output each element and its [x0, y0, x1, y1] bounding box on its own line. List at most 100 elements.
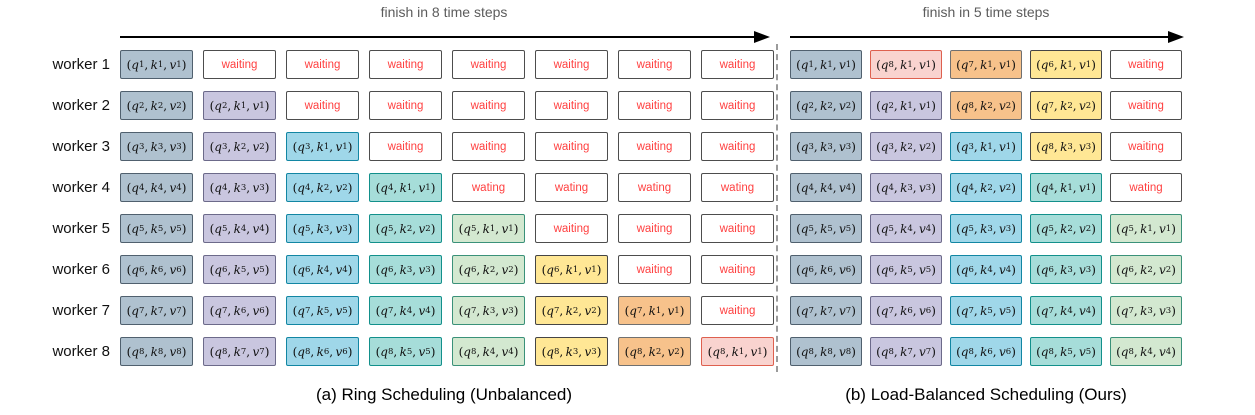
worker-label: worker 5	[52, 220, 110, 237]
panel-a-caption: (a) Ring Scheduling (Unbalanced)	[315, 385, 573, 404]
waiting-cell: waiting	[1110, 132, 1182, 161]
waiting-cell: waiting	[701, 50, 774, 79]
waiting-cell: waiting	[701, 91, 774, 120]
waiting-cell: waiting	[535, 214, 608, 243]
panel-b-arrow-label: finish in 5 time steps	[922, 4, 1050, 20]
worker-label: worker 6	[52, 261, 110, 278]
worker-label: worker 1	[52, 56, 110, 73]
waiting-cell: waiting	[701, 255, 774, 284]
worker-label: worker 3	[52, 138, 110, 155]
waiting-cell: waiting	[1110, 91, 1182, 120]
panel-a-arrow-label: finish in 8 time steps	[380, 4, 508, 20]
waiting-cell: waiting	[618, 214, 691, 243]
waiting-cell: waiting	[618, 91, 691, 120]
waiting-cell: waiting	[286, 91, 359, 120]
waiting-cell: wating	[535, 173, 608, 202]
waiting-cell: waiting	[618, 255, 691, 284]
time-arrow-b	[790, 31, 1184, 43]
time-arrow-a	[120, 31, 770, 43]
panel-b-caption: (b) Load-Balanced Scheduling (Ours)	[845, 385, 1127, 404]
waiting-cell: wating	[701, 173, 774, 202]
panel-divider-dashed-line	[776, 44, 778, 372]
worker-label: worker 4	[52, 179, 110, 196]
waiting-cell: waiting	[535, 132, 608, 161]
waiting-cell: waiting	[369, 132, 442, 161]
waiting-cell: waiting	[618, 50, 691, 79]
waiting-cell: waiting	[618, 132, 691, 161]
worker-labels: worker 1 worker 2 worker 3 worker 4 worker 5…	[0, 50, 110, 378]
waiting-cell: wating	[452, 173, 525, 202]
waiting-cell: waiting	[535, 50, 608, 79]
worker-label: worker 2	[52, 97, 110, 114]
waiting-cell: waiting	[701, 214, 774, 243]
waiting-cell: waiting	[1110, 50, 1182, 79]
worker-label: worker 7	[52, 302, 110, 319]
waiting-cell: waiting	[203, 50, 276, 79]
waiting-cell: waiting	[701, 132, 774, 161]
waiting-cell: wating	[618, 173, 691, 202]
